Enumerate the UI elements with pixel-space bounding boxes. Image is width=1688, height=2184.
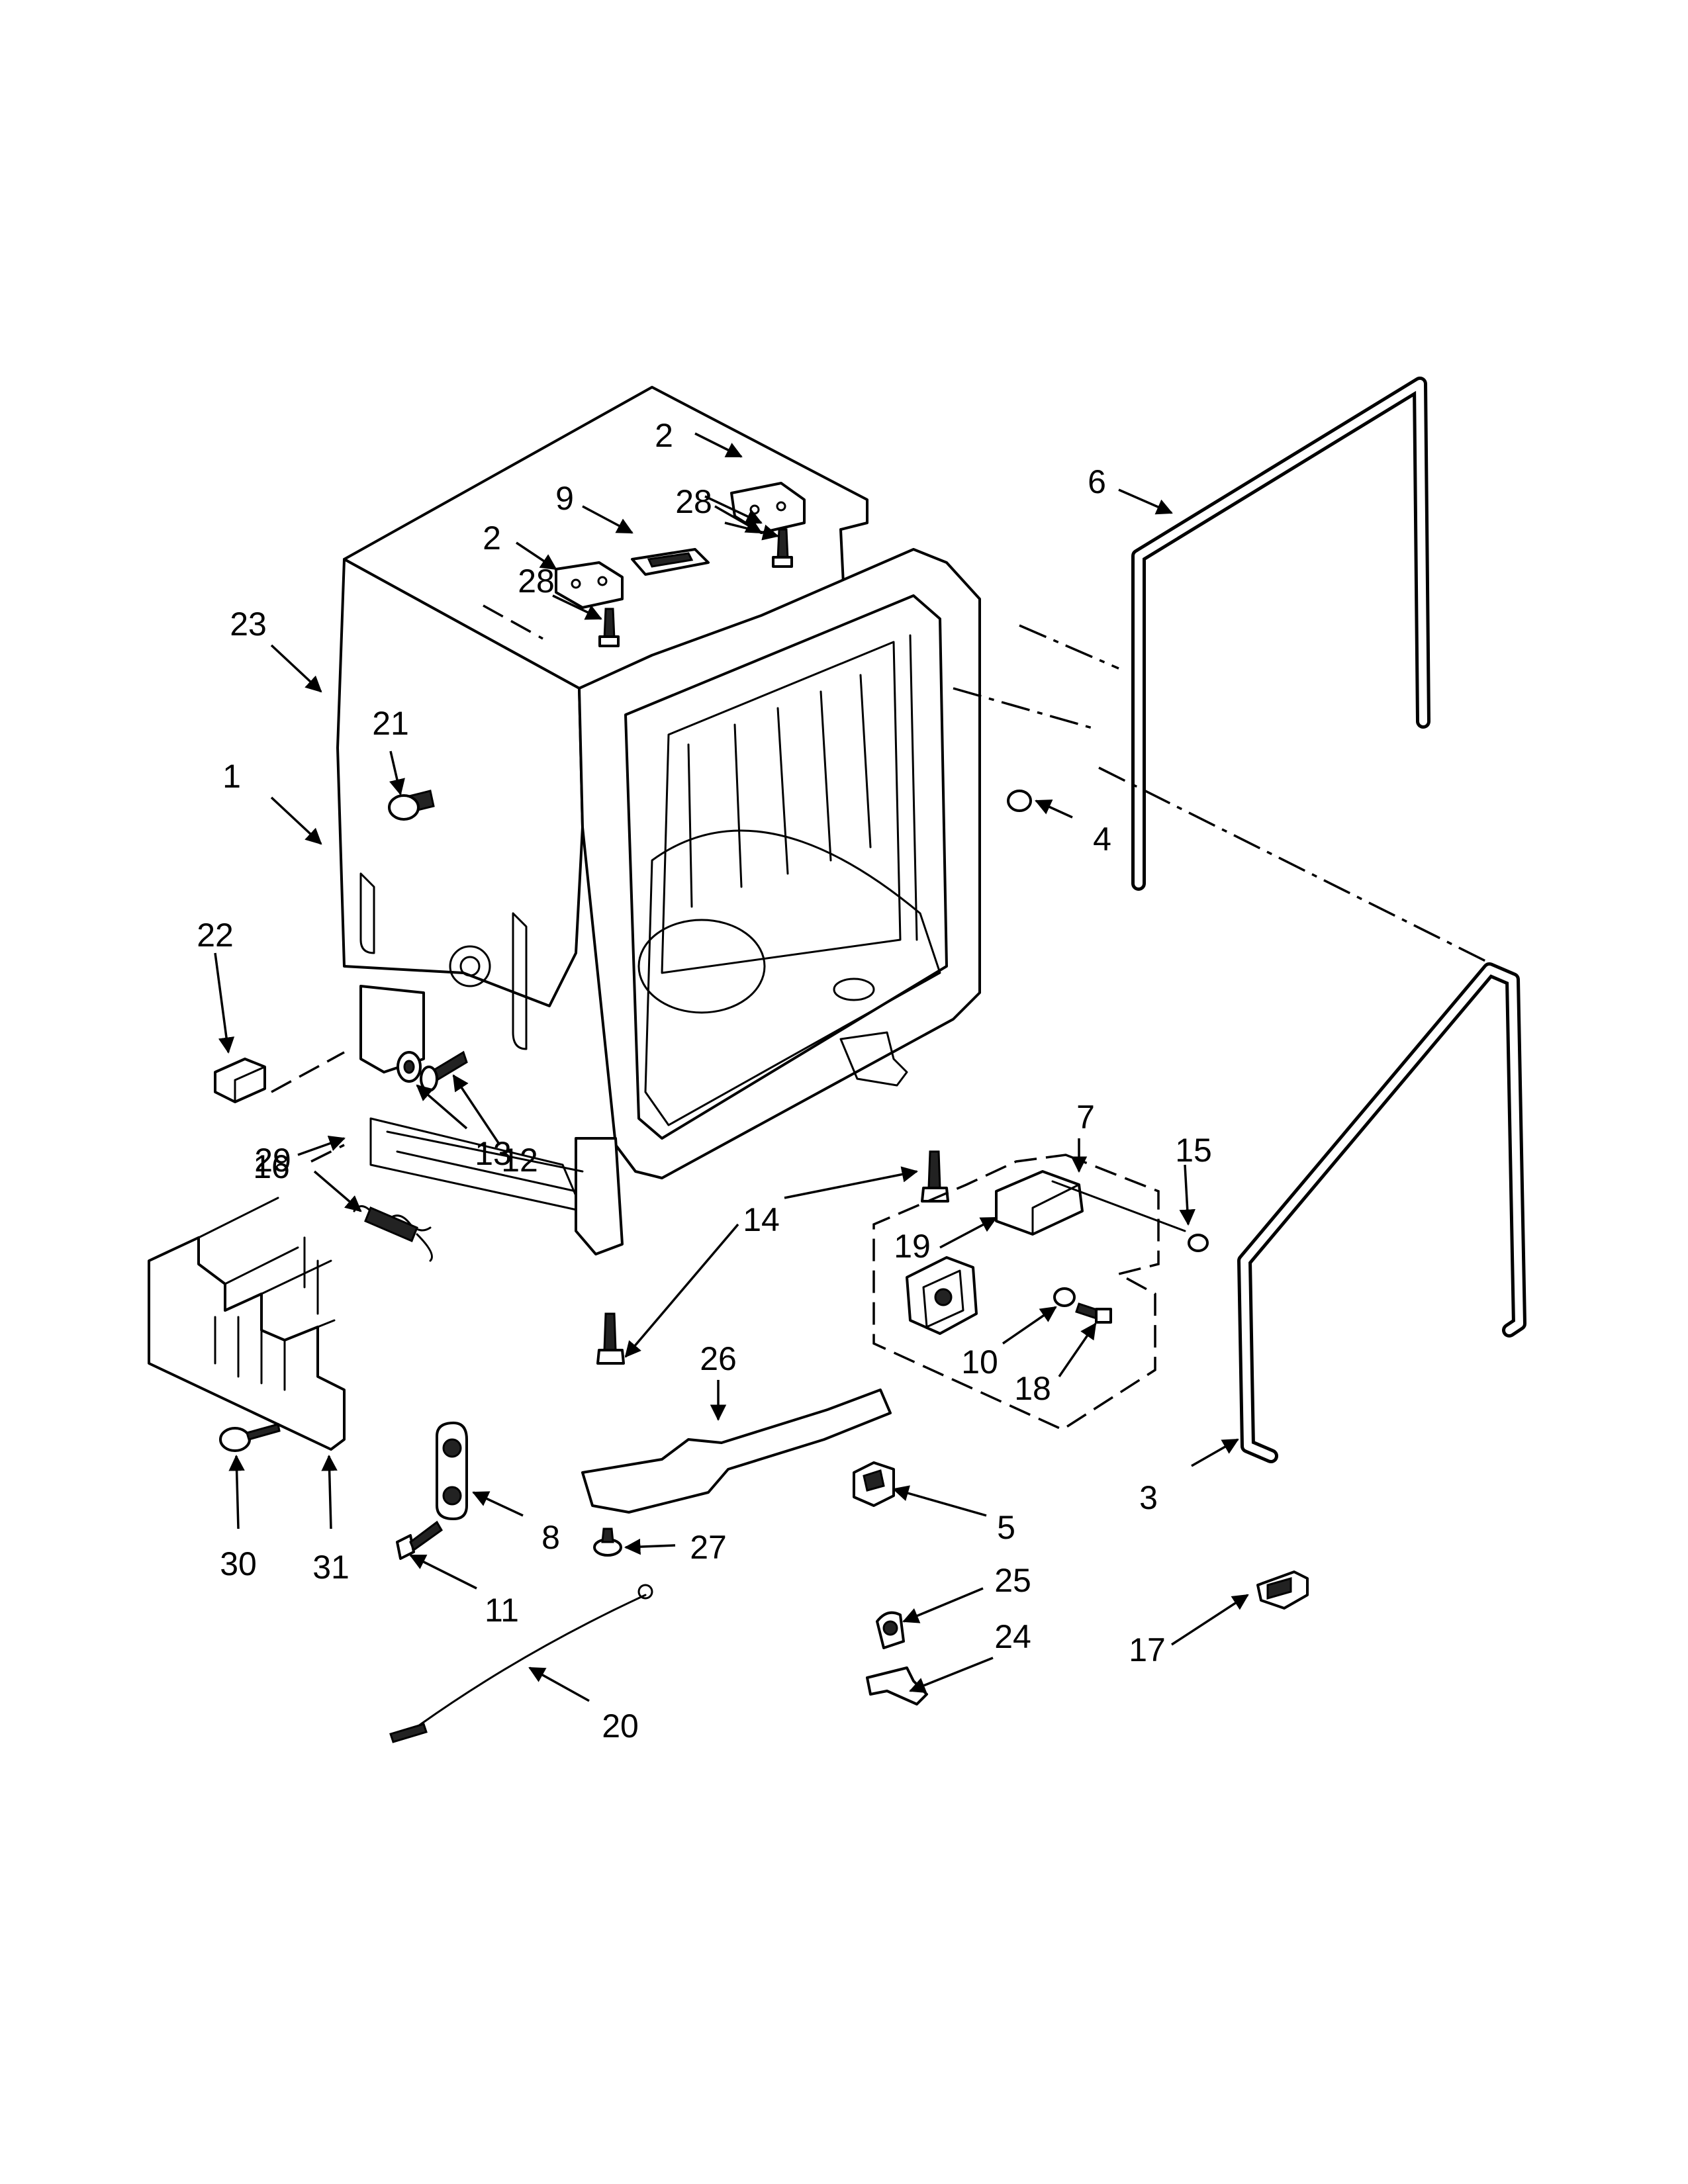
callout-5: 5 [997, 1509, 1015, 1546]
callout-15: 15 [1175, 1132, 1212, 1169]
callout-7: 7 [1076, 1099, 1095, 1136]
washer [397, 1051, 422, 1083]
callout-6: 6 [1088, 463, 1106, 500]
callout-12: 12 [501, 1142, 538, 1179]
screw-11 [396, 1520, 443, 1560]
callout-22: 22 [197, 917, 234, 954]
leveling-leg-right [921, 1150, 949, 1203]
callout-14: 14 [743, 1201, 780, 1238]
callout-1: 1 [222, 758, 241, 795]
callout-10: 10 [961, 1343, 998, 1381]
valve [906, 1256, 978, 1335]
leveling-leg-left [596, 1312, 625, 1365]
bracket-8 [436, 1422, 468, 1520]
tub-assembly [336, 386, 981, 1255]
callout-31: 31 [312, 1549, 350, 1586]
callout-2b: 2 [483, 520, 501, 557]
hinge-bracket-lower [555, 561, 624, 609]
cable [389, 1584, 653, 1743]
callout-28b: 28 [518, 563, 555, 600]
callout-24: 24 [994, 1618, 1031, 1655]
callout-27: 27 [690, 1529, 727, 1566]
dash-line-top [483, 604, 543, 640]
callout-21: 21 [372, 705, 409, 742]
callout-2a: 2 [655, 417, 673, 454]
callout-20: 20 [602, 1707, 639, 1745]
latch [1256, 1570, 1309, 1610]
callout-23: 23 [230, 606, 267, 643]
callout-11: 11 [485, 1592, 519, 1629]
gasket-alignment-line [953, 624, 1490, 964]
clip [214, 1058, 266, 1103]
screw-18 [1075, 1302, 1112, 1324]
clip-dash-line [271, 1051, 345, 1093]
plug [388, 790, 435, 821]
callout-28a: 28 [675, 483, 712, 520]
leader-arrows [214, 432, 1249, 1702]
vent [631, 548, 710, 576]
dash-line-left [310, 1144, 345, 1163]
callout-16: 16 [253, 1148, 290, 1185]
plug-small [1007, 790, 1032, 812]
callout-9: 9 [555, 480, 574, 517]
fastener [593, 1527, 622, 1557]
callout-8: 8 [541, 1519, 560, 1556]
bracket-24 [866, 1666, 928, 1706]
push-pin [219, 1423, 281, 1452]
valve-washer [1053, 1287, 1076, 1307]
callout-30: 30 [220, 1545, 257, 1582]
screw-upper [772, 528, 793, 568]
callout-25: 25 [994, 1562, 1031, 1599]
screw-15 [1051, 1180, 1209, 1252]
callout-17: 17 [1129, 1631, 1166, 1668]
callout-29: 29 [254, 1142, 291, 1179]
callout-labels: 1 2 2 3 4 5 6 7 8 9 10 11 12 13 14 15 16… [197, 417, 1212, 1745]
callout-19: 19 [894, 1228, 931, 1265]
callout-13: 13 [475, 1135, 512, 1172]
clip-5 [853, 1461, 895, 1507]
callout-4: 4 [1093, 821, 1111, 858]
spring [353, 1205, 433, 1262]
callout-18: 18 [1014, 1370, 1051, 1407]
valve-bracket [995, 1170, 1084, 1236]
side-gasket [1237, 962, 1526, 1463]
switch [876, 1611, 905, 1649]
screw-lower [598, 608, 620, 647]
callout-3: 3 [1139, 1479, 1158, 1516]
valve-group-outline [872, 1154, 1160, 1431]
callout-26: 26 [700, 1340, 737, 1377]
cover-plate [581, 1388, 892, 1514]
insulation-panel [148, 1197, 346, 1451]
top-gasket [1131, 377, 1430, 891]
